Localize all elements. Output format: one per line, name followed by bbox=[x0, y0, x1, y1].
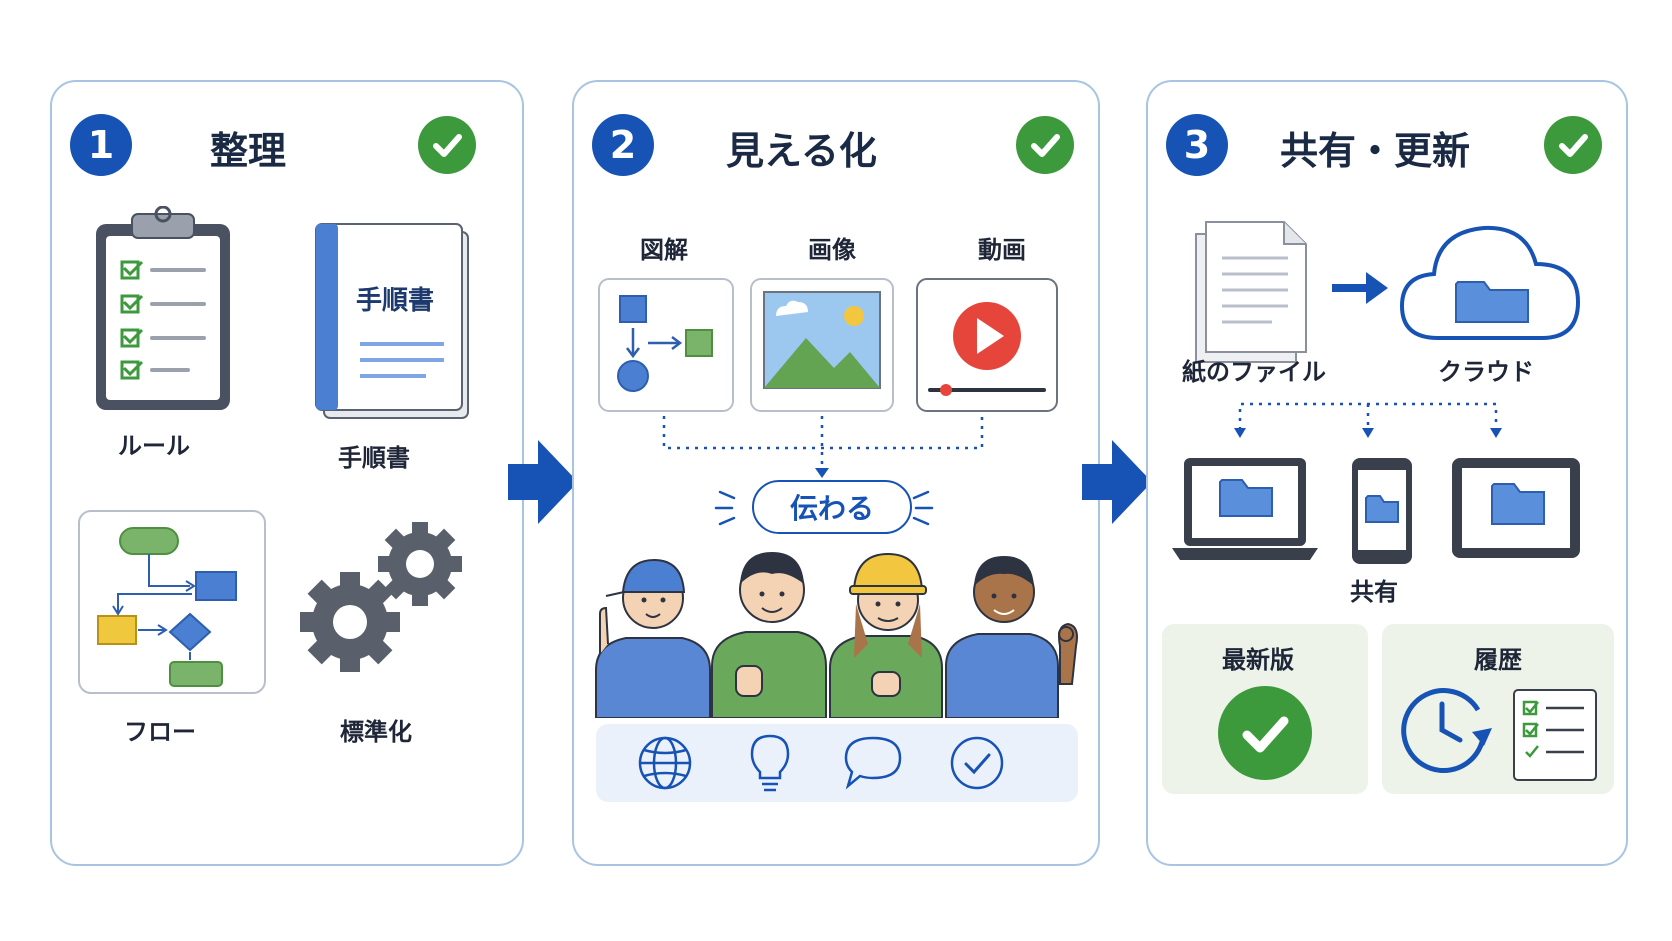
latest-version-card: 最新版 bbox=[1162, 624, 1368, 794]
history-card: 履歴 bbox=[1382, 624, 1614, 794]
globe-icon bbox=[638, 736, 692, 790]
standardize-label: 標準化 bbox=[340, 718, 412, 746]
cloud-folder-icon bbox=[1399, 225, 1581, 340]
tablet-icon bbox=[1452, 458, 1580, 558]
workers-group bbox=[595, 552, 1078, 718]
video-label: 動画 bbox=[978, 236, 1026, 264]
dotted-connector bbox=[1234, 402, 1502, 438]
benefit-icon-strip bbox=[596, 724, 1078, 802]
history-label: 履歴 bbox=[1474, 646, 1522, 674]
paper-file-label: 紙のファイル bbox=[1182, 358, 1326, 386]
paper-document-icon bbox=[1195, 221, 1307, 363]
next-step-arrow-icon bbox=[508, 440, 578, 524]
laptop-icon bbox=[1172, 458, 1318, 560]
diagram-icon bbox=[598, 278, 734, 412]
worker-blue-cap bbox=[595, 558, 711, 718]
smartphone-icon bbox=[1352, 458, 1412, 564]
step-panel-share-update: 3 共有・更新 紙のファイル クラウド bbox=[1146, 80, 1628, 866]
gears-icon bbox=[300, 522, 462, 672]
check-circle-icon bbox=[1544, 116, 1602, 174]
communicated-badge: 伝わる bbox=[752, 480, 912, 534]
step-panel-organize: 1 整理 ルール 手順書 手順書 bbox=[50, 80, 524, 866]
latest-label: 最新版 bbox=[1222, 646, 1294, 674]
manual-book-icon: 手順書 bbox=[314, 222, 474, 420]
lightbulb-icon bbox=[750, 734, 790, 792]
diagram-label: 図解 bbox=[640, 236, 688, 264]
worker-green bbox=[711, 552, 827, 718]
share-label: 共有 bbox=[1350, 578, 1398, 606]
cloud-label: クラウド bbox=[1438, 358, 1534, 386]
image-icon bbox=[750, 278, 894, 412]
manual-label: 手順書 bbox=[338, 444, 410, 472]
step-title: 整理 bbox=[210, 129, 287, 173]
step-number-badge: 2 bbox=[592, 114, 654, 176]
check-circle-icon bbox=[418, 116, 476, 174]
speech-bubble-icon bbox=[844, 736, 902, 790]
flowchart-icon bbox=[78, 510, 266, 694]
dotted-connector bbox=[662, 416, 984, 478]
video-play-icon bbox=[916, 278, 1058, 412]
worker-yellow-helmet bbox=[829, 552, 943, 718]
step-number-badge: 1 bbox=[70, 114, 132, 176]
rules-label: ルール bbox=[118, 432, 190, 460]
clipboard-checklist-icon bbox=[96, 206, 230, 410]
manual-cover-title: 手順書 bbox=[356, 286, 435, 316]
check-icon bbox=[950, 736, 1004, 790]
step-number-badge: 3 bbox=[1166, 114, 1228, 176]
step-title: 見える化 bbox=[726, 129, 877, 173]
step-panel-visualize: 2 見える化 図解 画像 動画 bbox=[572, 80, 1100, 866]
flow-label: フロー bbox=[124, 718, 196, 746]
check-circle-icon bbox=[1016, 116, 1074, 174]
history-clock-icon bbox=[1401, 688, 1597, 781]
spark-lines bbox=[714, 490, 934, 526]
next-step-arrow-icon bbox=[1082, 440, 1152, 524]
worker-blue bbox=[945, 556, 1078, 718]
upload-arrow-icon bbox=[1332, 272, 1388, 304]
image-label: 画像 bbox=[808, 236, 856, 264]
step-title: 共有・更新 bbox=[1280, 129, 1471, 173]
check-circle-icon bbox=[1218, 686, 1312, 780]
